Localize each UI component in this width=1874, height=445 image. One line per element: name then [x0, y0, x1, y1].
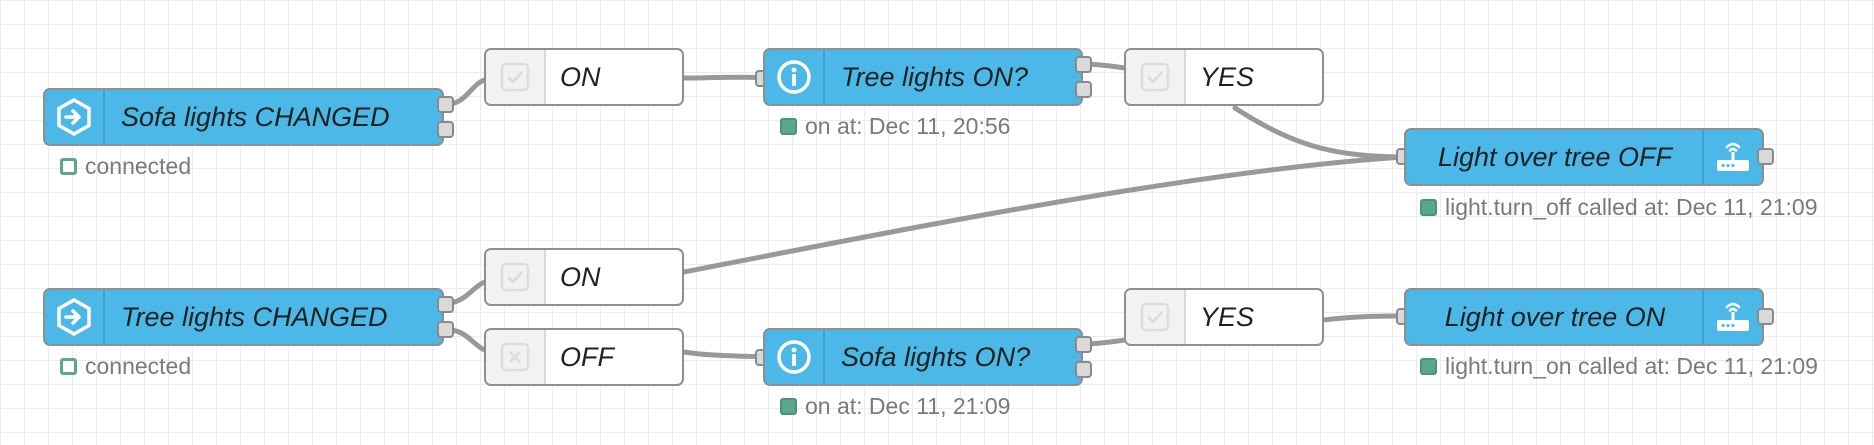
node-yes-switch[interactable]: YES: [1124, 288, 1324, 346]
status-ring-icon: [60, 158, 77, 175]
node-light-over-tree-on[interactable]: Light over tree ON: [1404, 288, 1764, 346]
status-text: connected: [85, 353, 192, 379]
status-ring-icon: [60, 358, 77, 375]
output-port[interactable]: [437, 321, 454, 338]
status-filled-icon: [780, 398, 797, 415]
node-label: ON: [560, 61, 601, 92]
wire-off-to-sofa-check[interactable]: [681, 349, 768, 360]
node-status: on at: Dec 11, 21:09: [780, 393, 1010, 420]
output-port[interactable]: [437, 296, 454, 313]
output-port[interactable]: [1757, 148, 1774, 165]
node-status: light.turn_off called at: Dec 11, 21:09: [1420, 194, 1818, 221]
node-tree-lights-on-check[interactable]: Tree lights ON?: [763, 48, 1083, 106]
status-text: light.turn_off called at: Dec 11, 21:09: [1445, 194, 1818, 220]
status-filled-icon: [1420, 199, 1437, 216]
status-filled-icon: [1420, 358, 1437, 375]
wire-on2-to-light-off[interactable]: [681, 154, 1407, 275]
status-filled-icon: [780, 118, 797, 135]
check-icon: [486, 250, 546, 304]
router-icon: [1702, 130, 1762, 184]
node-sofa-lights-changed[interactable]: Sofa lights CHANGED: [43, 88, 444, 146]
node-label: YES: [1200, 61, 1255, 92]
node-status: connected: [60, 353, 191, 380]
output-port[interactable]: [1075, 56, 1092, 73]
node-status: on at: Dec 11, 20:56: [780, 113, 1010, 140]
node-status: light.turn_on called at: Dec 11, 21:09: [1420, 353, 1818, 380]
router-icon: [1702, 290, 1762, 344]
node-light-over-tree-off[interactable]: Light over tree OFF: [1404, 128, 1764, 186]
status-text: connected: [85, 153, 192, 179]
status-text: on at: Dec 11, 21:09: [805, 393, 1011, 419]
check-icon: [486, 50, 546, 104]
x-icon: [486, 330, 546, 384]
output-port[interactable]: [1757, 308, 1774, 325]
node-label: Sofa lights CHANGED: [121, 101, 390, 132]
output-port[interactable]: [1075, 336, 1092, 353]
status-text: on at: Dec 11, 20:56: [805, 113, 1011, 139]
output-port[interactable]: [1075, 81, 1092, 98]
wire-yes-to-light-off[interactable]: [1232, 105, 1407, 160]
node-label: ON: [560, 261, 601, 292]
node-label: Tree lights CHANGED: [121, 301, 388, 332]
state-changed-arrow-icon: [45, 90, 105, 144]
node-tree-lights-changed[interactable]: Tree lights CHANGED: [43, 288, 444, 346]
node-yes-switch[interactable]: YES: [1124, 48, 1324, 106]
node-label: Sofa lights ON?: [841, 341, 1031, 372]
node-label: OFF: [560, 341, 614, 372]
status-text: light.turn_on called at: Dec 11, 21:09: [1445, 353, 1818, 379]
node-on-switch[interactable]: ON: [484, 248, 684, 306]
output-port[interactable]: [1075, 361, 1092, 378]
node-sofa-lights-on-check[interactable]: Sofa lights ON?: [763, 328, 1083, 386]
output-port[interactable]: [437, 121, 454, 138]
check-icon: [1126, 50, 1186, 104]
node-label: Light over tree ON: [1444, 301, 1666, 332]
info-icon: [765, 330, 825, 384]
node-on-switch[interactable]: ON: [484, 48, 684, 106]
output-port[interactable]: [437, 96, 454, 113]
node-off-switch[interactable]: OFF: [484, 328, 684, 386]
node-label: Light over tree OFF: [1437, 141, 1673, 172]
state-changed-arrow-icon: [45, 290, 105, 344]
info-icon: [765, 50, 825, 104]
node-label: YES: [1200, 301, 1255, 332]
wire-on-to-tree-check[interactable]: [681, 74, 768, 81]
wire-yes2-to-light-on[interactable]: [1320, 313, 1407, 323]
node-label: Tree lights ON?: [841, 61, 1029, 92]
check-icon: [1126, 290, 1186, 344]
node-status: connected: [60, 153, 191, 180]
